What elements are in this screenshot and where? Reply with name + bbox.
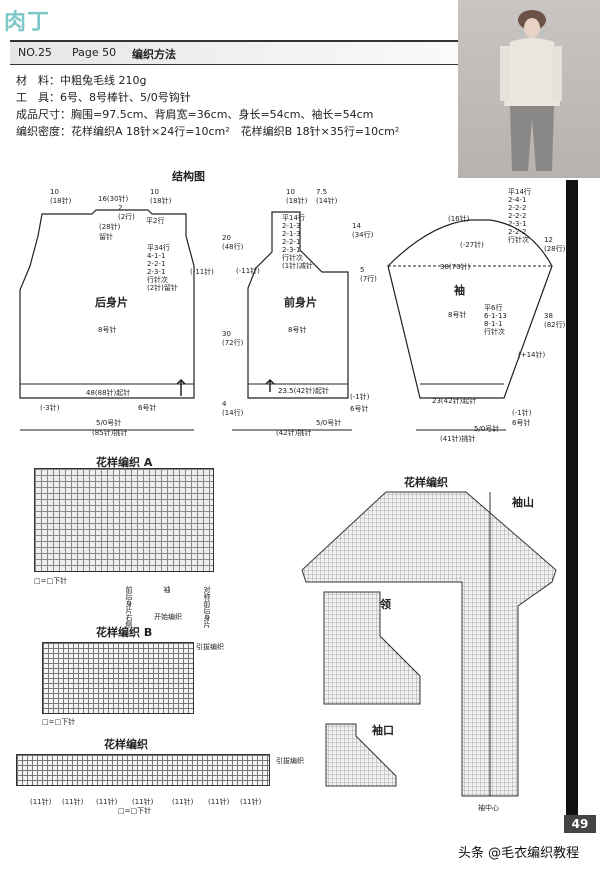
back-outline [19,209,195,399]
sleeve-crochet: 5/0号针 [474,425,500,433]
back-shoulder: 平2行 [146,217,165,225]
pattern-a-mark-2: 袖 [163,586,171,593]
back-bottom: (85针)挑针 [92,429,128,437]
front-neck-decrease: 平14行 2-1-3 2-1-3 2-2-1 2-3-1 行针次 (1针)减针 [282,214,313,270]
back-top-left: 10 (18针) [50,188,72,205]
sleeve-increase: 平6行 6-1-13 8-1-1 行针次 [484,304,507,336]
back-cast-on: 48(88针)起针 [86,389,131,397]
back-crochet: 5/0号针 [96,419,122,427]
page-reference: Page 50 [72,46,117,59]
back-top-mid: 16(30针) [98,195,129,203]
sleeve-cap-height: 12 (28行) [544,236,566,253]
pattern-b-chart [42,642,194,714]
sleeve-length: 38 (82行) [544,312,566,329]
structure-title: 结构图 [172,170,205,183]
front-piece-name: 前身片 [284,296,317,309]
back-neck-drop: 2 (2行) [118,204,135,221]
sleeve-needle: 8号针 [448,311,467,319]
pattern-c-count-2: (11针) [62,798,84,806]
back-top-right: 10 (18针) [150,188,172,205]
pattern-header: NO.25 Page 50 编织方法 [10,40,458,65]
sleeve-cap-label: 袖山 [512,496,534,509]
model-figure-icon [500,10,562,171]
back-needle: 8号针 [98,326,117,334]
pattern-a-title: 花样编织 A [96,456,153,469]
back-up-arrow [176,378,186,396]
sleeve-outline [387,219,553,399]
pattern-c-title: 花样编织 [104,738,148,751]
pattern-c-count-1: (11针) [30,798,52,806]
sleeve-center-label: 袖中心 [478,804,499,812]
collar-label: 领 [380,598,391,611]
pattern-a-start: 开始编织 [154,613,182,621]
back-armhole-decrease: 平34行 4-1-1 2-2-1 2-3-1 行针次 (2针)留针 [147,244,178,292]
pattern-c-legend: □=□下针 [118,807,152,815]
back-piece-name: 后身片 [95,296,128,309]
sleeve-rib-needle: 6号针 [512,419,531,427]
front-top-left: 10 (18针) [286,188,308,205]
sleeve-top: (16针) [448,215,470,223]
pattern-big-chart [301,491,557,797]
back-neck-cast: (28针) 留针 [99,223,121,241]
cuff-grid [325,723,397,787]
pattern-c-count-3: (11针) [96,798,118,806]
pattern-b-pull: 引拔编织 [196,643,224,651]
pattern-c-count-7: (11针) [240,798,262,806]
pattern-a-legend: □=□下针 [34,577,68,585]
front-neck-height: 14 (34行) [352,222,374,239]
pattern-number: NO.25 [18,46,52,59]
back-rib-needle: 6号针 [138,404,157,412]
sleeve-cap-grid [301,491,557,797]
spec-gauge: 编织密度：花样编织A 18针×24行=10cm² 花样编织B 18针×35行=1… [16,125,400,138]
spec-size: 成品尺寸：胸围=97.5cm、背肩宽=36cm、身长=54cm、袖长=54cm [16,108,374,121]
page-edge-bar [566,180,578,820]
collar-grid [323,591,421,705]
watermark: 头条 @毛衣编织教程 [458,846,580,861]
back-rib-height: 4 (14行) [222,400,244,417]
page-number: 49 [564,815,596,833]
front-body-height: 5 (7行) [360,266,377,283]
front-top-right: 7.5 (14针) [316,188,338,205]
sleeve-cap-decrease: 平14行 2-4-1 2-2-2 2-2-2 2-3-1 2-2-2 行针次 [508,188,531,244]
front-crochet: 5/0号针 [316,419,342,427]
pattern-c-count-5: (11针) [172,798,194,806]
pattern-c-pull: 引拔编织 [276,757,304,765]
pattern-c-chart [16,754,270,786]
front-side-decrease: (-11针) [236,267,260,275]
spec-tools: 工 具：6号、8号棒针、5/0号钩针 [16,91,191,104]
front-needle: 8号针 [288,326,307,334]
sleeve-rib-count: (-1针) [512,409,532,417]
front-up-arrow [265,378,275,392]
front-rib-needle: 6号针 [350,405,369,413]
back-side-decrease: (-11针) [190,268,214,276]
sleeve-cast-on: 23(42针)起针 [432,397,477,405]
sleeve-name: 袖 [454,284,465,297]
model-photo [458,0,600,178]
pattern-a-mark-3: 对称前后身片 [203,586,211,628]
front-bottom: (42针)挑针 [276,429,312,437]
cuff-label: 袖口 [372,724,394,737]
pattern-big-title: 花样编织 [404,476,448,489]
front-outline [247,211,349,399]
pattern-b-title: 花样编织 B [96,626,153,639]
front-rib-count: (-1针) [350,393,370,401]
site-logo: 肉丁 [4,10,51,35]
pattern-c-count-6: (11针) [208,798,230,806]
back-rib-count: (-3针) [40,404,60,412]
spec-material: 材 料：中粗兔毛线 210g [16,74,147,87]
back-armhole-height: 20 (48行) [222,234,244,251]
front-cast-on: 23.5(42针)起针 [278,387,329,395]
pattern-a-mark-1: 前后身片右侧 [125,586,133,628]
back-body-height: 30 (72行) [222,330,244,347]
sleeve-width: 38(70针) [440,263,471,271]
header-title: 编织方法 [132,48,176,61]
sleeve-cap-count: (-27针) [460,241,484,249]
sleeve-increase-count: (+14针) [518,351,546,359]
pattern-b-legend: □=□下针 [42,718,76,726]
sleeve-bottom: (41针)挑针 [440,435,476,443]
pattern-c-count-4: (11针) [132,798,154,806]
structure-diagram [19,209,553,431]
pattern-a-chart [34,468,214,572]
